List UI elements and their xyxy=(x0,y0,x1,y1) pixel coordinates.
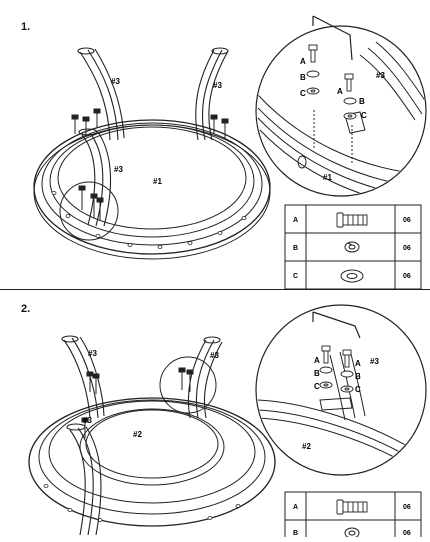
hardware-letter: A xyxy=(337,87,343,96)
bolt-group-left xyxy=(71,108,229,138)
step-1-diagram: #3 #3 #3 #1 xyxy=(33,15,427,290)
hardware-letter: C xyxy=(355,385,361,394)
leg-right xyxy=(187,336,223,419)
hardware-letter: C xyxy=(300,89,306,98)
parts-table-row: B 06 xyxy=(293,527,411,539)
hardware-letter: B xyxy=(300,73,306,82)
tabletop-label: #2 xyxy=(302,442,311,451)
detail-callout-circle xyxy=(59,181,119,241)
step-2-panel: 2. xyxy=(0,290,430,542)
hardware-letter: B xyxy=(314,369,320,378)
hardware-letter: A xyxy=(355,359,361,368)
spring-washer-icon xyxy=(344,527,360,539)
leg-label: #3 xyxy=(114,165,123,174)
leg-front xyxy=(66,423,102,536)
parts-table-row: A 06 xyxy=(293,499,411,515)
leg-right xyxy=(195,47,229,141)
part-quantity: 06 xyxy=(403,245,411,252)
hardware-letter: B xyxy=(355,372,361,381)
leg-label: #3 xyxy=(111,77,120,86)
part-letter: B xyxy=(293,245,298,252)
hardware-letter: C xyxy=(314,382,320,391)
leg-label: #3 xyxy=(210,351,219,360)
part-letter: C xyxy=(293,273,298,280)
detail-zoom: A B C A B C #3 #1 xyxy=(255,15,427,197)
detail-callout-circle xyxy=(159,356,217,414)
parts-table-row: B 06 xyxy=(293,241,411,253)
bolt-group-right xyxy=(178,367,194,392)
leg-front xyxy=(78,128,112,227)
part-quantity: 06 xyxy=(403,217,411,224)
leg-label: #3 xyxy=(88,349,97,358)
step-divider xyxy=(0,289,430,290)
tabletop-label: #1 xyxy=(323,173,332,182)
part-quantity: 06 xyxy=(403,530,411,537)
leg-label: #3 xyxy=(376,71,385,80)
step-number: 2. xyxy=(21,303,31,315)
leg-label: #3 xyxy=(83,416,92,425)
bolt-group-left xyxy=(81,371,100,438)
leg-label: #3 xyxy=(370,357,379,366)
hardware-letter: A xyxy=(300,57,306,66)
ring-holes xyxy=(51,191,247,249)
table-ring xyxy=(28,397,276,527)
tabletop-label: #1 xyxy=(153,177,162,186)
spring-washer-icon xyxy=(344,241,360,253)
part-quantity: 06 xyxy=(403,504,411,511)
parts-table-row: C 06 xyxy=(293,269,411,283)
hardware-letter: B xyxy=(359,97,365,106)
leg-label: #3 xyxy=(213,81,222,90)
hardware-letter: C xyxy=(361,111,367,120)
bolt-icon xyxy=(336,499,368,515)
hardware-letter: A xyxy=(314,356,320,365)
bolt-group-front xyxy=(78,185,104,220)
step-1-panel: 1. xyxy=(21,15,427,290)
step-number: 1. xyxy=(21,21,31,33)
leg-left xyxy=(77,47,125,141)
parts-table-row: A 06 xyxy=(293,212,411,228)
part-letter: A xyxy=(293,504,298,511)
detail-zoom: A B C A B C #3 #2 xyxy=(255,304,427,476)
part-quantity: 06 xyxy=(403,273,411,280)
part-letter: B xyxy=(293,530,298,537)
tabletop-label: #2 xyxy=(133,430,142,439)
bolt-icon xyxy=(336,212,368,228)
part-letter: A xyxy=(293,217,298,224)
step-2-diagram: #3 #3 #3 #2 xyxy=(28,304,427,542)
flat-washer-icon xyxy=(340,269,364,283)
table-ring xyxy=(33,119,271,260)
parts-table xyxy=(284,491,422,542)
